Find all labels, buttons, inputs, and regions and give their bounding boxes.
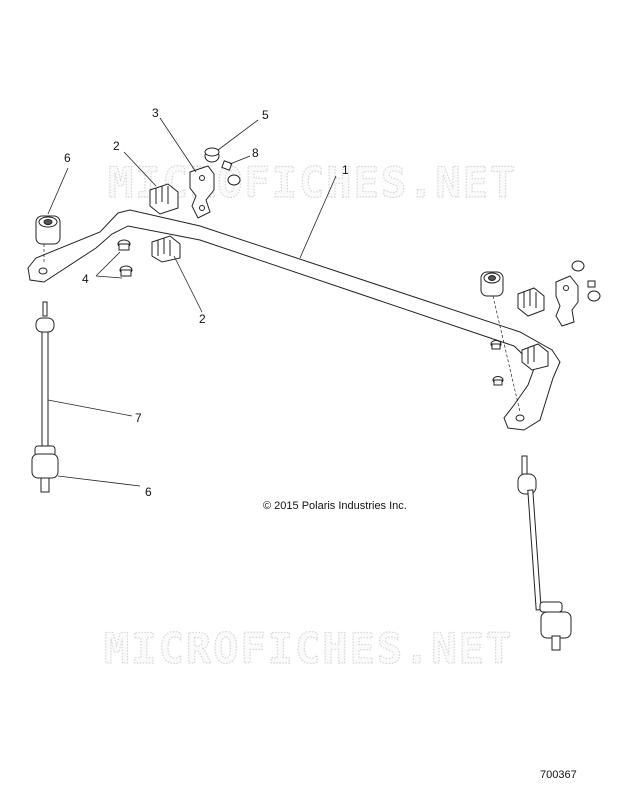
leader-6a — [47, 167, 69, 215]
flange-nut-left-2 — [227, 174, 241, 186]
left-bar-bushing — [35, 215, 61, 245]
bolt-upper — [117, 239, 131, 251]
leader-1 — [299, 175, 337, 259]
mounting-bracket-right — [555, 275, 579, 327]
leader-5 — [217, 119, 259, 151]
right-clamp-lower — [521, 343, 549, 371]
callout-7: 7 — [135, 411, 142, 425]
left-end-link — [31, 301, 59, 493]
callout-4: 4 — [82, 272, 89, 286]
leader-2a — [123, 151, 157, 187]
callout-2-upper: 2 — [113, 139, 120, 153]
small-nut-left — [221, 160, 233, 171]
flange-nut-right — [571, 260, 601, 302]
bolt-lower — [119, 265, 133, 277]
leader-3 — [159, 117, 197, 173]
right-end-link — [517, 455, 572, 651]
leader-6b — [57, 475, 141, 487]
leader-2b — [173, 255, 203, 313]
watermark-bottom: MICROFICHES.NET — [104, 624, 513, 673]
callout-8: 8 — [252, 146, 259, 160]
callout-3: 3 — [152, 106, 159, 120]
page-id: 700367 — [540, 769, 577, 781]
callout-6-upper: 6 — [64, 151, 71, 165]
stabilizer-bar — [27, 209, 561, 431]
leader-4 — [95, 251, 123, 279]
right-clamp-upper — [517, 287, 545, 317]
mounting-bracket-left — [189, 165, 215, 219]
callout-1: 1 — [342, 163, 349, 177]
bolts-right — [490, 340, 504, 386]
callout-6-lower: 6 — [145, 485, 152, 499]
right-assembly-line — [492, 295, 521, 413]
leader-8 — [229, 155, 251, 165]
right-bar-bushing — [480, 271, 504, 297]
flange-nut-left — [204, 147, 220, 163]
callout-2-lower: 2 — [199, 312, 206, 326]
bushing-clamp-upper — [149, 183, 179, 215]
callout-5: 5 — [262, 108, 269, 122]
copyright-notice: © 2015 Polaris Industries Inc. — [263, 500, 407, 512]
leader-7 — [47, 399, 133, 417]
bushing-clamp-lower — [151, 235, 181, 263]
